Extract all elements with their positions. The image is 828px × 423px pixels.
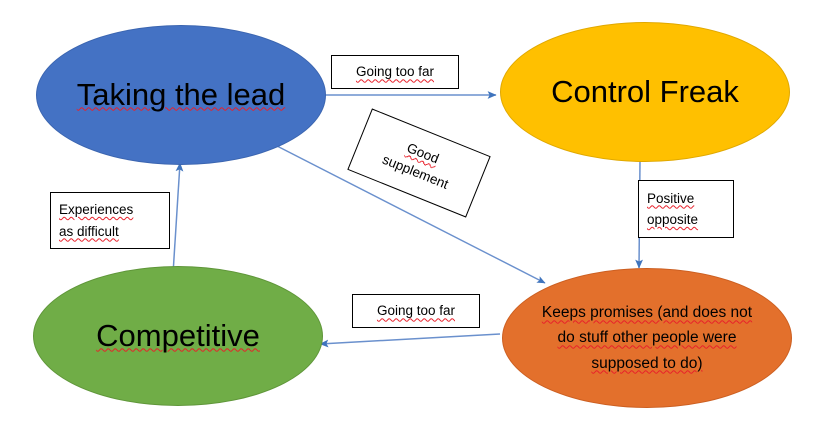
edge-label-experiences-line-2: as difficult [59,223,119,239]
edge-label-positive-line-1: Positive [647,190,695,206]
node-keeps-promises-line-1: Keeps promises (and does not [541,304,753,322]
edge-label-positive-line-2: opposite [647,212,699,227]
node-keeps-promises-label: Keeps promises (and does not do stuff ot… [534,300,760,375]
node-control-freak[interactable]: Control Freak [500,22,790,162]
edge-label-going-too-far-top[interactable]: Going too far [331,55,459,89]
edge-label-going-too-far-bottom[interactable]: Going too far [352,294,480,328]
node-keeps-promises[interactable]: Keeps promises (and does not do stuff ot… [502,268,792,408]
node-competitive-label: Competitive [96,317,260,353]
edge-label-experiences-line-1: Experiences [59,202,134,218]
node-competitive[interactable]: Competitive [33,266,323,406]
edge-label-positive-opposite[interactable]: Positive opposite [638,180,734,238]
node-keeps-promises-line-2: do stuff other people were [557,329,737,347]
node-taking-the-lead-label: Taking the lead [76,76,286,112]
edge-label-going-too-far-top-text: Going too far [355,64,435,80]
edge-label-good-supplement[interactable]: Good supplement [347,108,491,218]
edge-label-going-too-far-bottom-text: Going too far [376,303,456,319]
node-control-freak-label: Control Freak [551,73,739,109]
connector-competitive-to-taking-the-lead [172,162,184,275]
edge-label-experiences-as-difficult[interactable]: Experiences as difficult [50,192,170,249]
node-keeps-promises-line-3: supposed to do) [591,354,703,372]
connector-keeps-promises-to-competitive [319,333,501,348]
node-taking-the-lead[interactable]: Taking the lead [36,25,326,165]
